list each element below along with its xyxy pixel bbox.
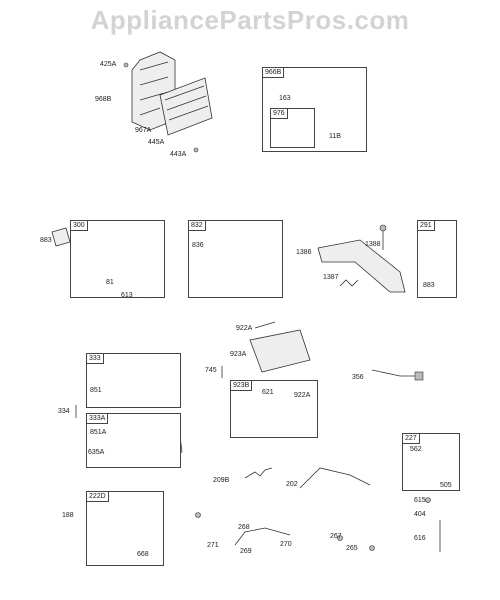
box-227: 227 <box>402 433 460 491</box>
label-1388: 1388 <box>365 241 381 248</box>
label-883: 883 <box>40 237 52 244</box>
governor-assembly <box>221 321 311 378</box>
label-967A: 967A <box>135 127 152 134</box>
box-832-tag: 832 <box>189 221 206 231</box>
label-265: 265 <box>346 545 358 552</box>
label-404: 404 <box>414 511 426 518</box>
label-562: 562 <box>410 446 422 453</box>
label-334: 334 <box>58 408 70 415</box>
box-333: 333 <box>86 353 181 408</box>
label-621: 621 <box>262 389 274 396</box>
label-267: 267 <box>330 533 342 540</box>
box-300: 300 <box>70 220 165 298</box>
label-616: 616 <box>414 535 426 542</box>
watermark: AppliancePartsPros.com <box>90 5 410 35</box>
label-923A: 923A <box>230 351 247 358</box>
label-445A: 445A <box>148 139 165 146</box>
label-425A: 425A <box>100 61 117 68</box>
label-270: 270 <box>280 541 292 548</box>
small-screws <box>123 62 199 153</box>
box-923B: 923B <box>230 380 318 438</box>
label-851: 851 <box>90 387 102 394</box>
box-291: 291 <box>417 220 457 298</box>
label-968B: 968B <box>95 96 112 103</box>
ground-wire <box>371 369 424 381</box>
label-922A: 922A <box>236 325 253 332</box>
box-222D-tag: 222D <box>87 492 109 502</box>
label-1386: 1386 <box>296 249 312 256</box>
label-202: 202 <box>286 481 298 488</box>
box-966B-tag: 966B <box>263 68 285 78</box>
label-851A: 851A <box>90 429 107 436</box>
box-291-tag: 291 <box>418 221 435 231</box>
air-filter-element <box>159 77 213 136</box>
box-333-tag: 333 <box>87 354 104 364</box>
box-333A-tag: 333A <box>87 414 109 424</box>
label-615: 615 <box>414 497 426 504</box>
label-922A-b: 922A <box>294 392 311 399</box>
label-11B: 11B <box>329 133 341 140</box>
label-356: 356 <box>352 374 364 381</box>
label-188: 188 <box>62 512 74 519</box>
box-333A: 333A <box>86 413 181 468</box>
control-bracket <box>317 224 406 293</box>
box-300-tag: 300 <box>71 221 88 231</box>
label-443A: 443A <box>170 151 187 158</box>
label-635A: 635A <box>88 449 105 456</box>
label-883-b: 883 <box>423 282 435 289</box>
box-923B-tag: 923B <box>231 381 253 391</box>
box-227-tag: 227 <box>403 434 420 444</box>
label-836: 836 <box>192 242 204 249</box>
box-832: 832 <box>188 220 283 298</box>
label-613: 613 <box>121 292 133 299</box>
label-81: 81 <box>106 279 114 286</box>
label-505: 505 <box>440 482 452 489</box>
label-269: 269 <box>240 548 252 555</box>
label-209B: 209B <box>213 477 230 484</box>
label-745: 745 <box>205 367 217 374</box>
label-668: 668 <box>137 551 149 558</box>
label-271: 271 <box>207 542 219 549</box>
label-268: 268 <box>238 524 250 531</box>
box-976: 976 <box>270 108 315 148</box>
label-163: 163 <box>279 95 291 102</box>
springs-and-cables <box>195 467 375 551</box>
label-1387: 1387 <box>323 274 339 281</box>
box-222D: 222D <box>86 491 164 566</box>
box-976-tag: 976 <box>271 109 288 119</box>
